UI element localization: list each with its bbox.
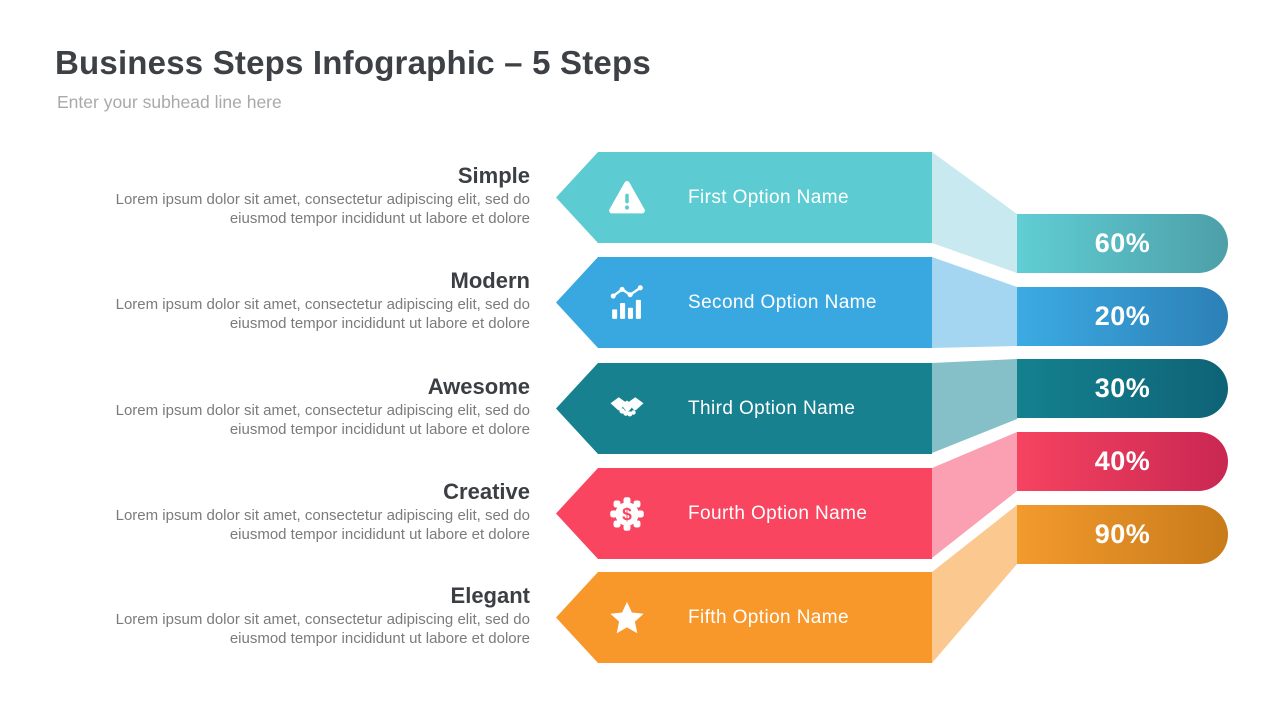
option-banner-4: $ Fourth Option Name xyxy=(556,468,932,559)
option-banner-3: Third Option Name xyxy=(556,363,932,454)
step-body-line: eiusmod tempor incididunt ut labore et d… xyxy=(229,629,530,647)
percent-value: 90% xyxy=(1094,519,1151,549)
step-heading: Elegant xyxy=(450,583,530,608)
step-body-line: Lorem ipsum dolor sit amet, consectetur … xyxy=(115,191,530,208)
option-banner-2: Second Option Name xyxy=(556,257,932,348)
step-body-line: Lorem ipsum dolor sit amet, consectetur … xyxy=(115,507,530,524)
page-subtitle: Enter your subhead line here xyxy=(57,92,282,112)
step-heading: Awesome xyxy=(427,374,530,399)
percent-pill-5: 90% xyxy=(1017,505,1228,564)
step-body: Lorem ipsum dolor sit amet, consectetur … xyxy=(40,191,530,228)
step-body-line: Lorem ipsum dolor sit amet, consectetur … xyxy=(115,402,530,419)
percent-value: 40% xyxy=(1094,446,1151,476)
dollar-glyph: $ xyxy=(622,504,632,524)
step-body-line: Lorem ipsum dolor sit amet, consectetur … xyxy=(115,296,530,313)
percent-pill-1: 60% xyxy=(1017,214,1228,273)
bar-chart-icon xyxy=(610,284,643,319)
percent-value: 30% xyxy=(1094,373,1151,403)
step-body: Lorem ipsum dolor sit amet, consectetur … xyxy=(40,402,530,439)
step-body: Lorem ipsum dolor sit amet, consectetur … xyxy=(40,296,530,333)
percent-pill-3: 30% xyxy=(1017,359,1228,418)
connector-1 xyxy=(932,152,1017,273)
option-banner-1: First Option Name xyxy=(556,152,932,243)
step-body: Lorem ipsum dolor sit amet, consectetur … xyxy=(40,611,530,648)
gear-dollar-icon: $ xyxy=(610,496,644,531)
handshake-icon xyxy=(610,396,644,416)
option-label: Second Option Name xyxy=(688,291,877,313)
step-heading: Creative xyxy=(443,479,530,504)
step-body: Lorem ipsum dolor sit amet, consectetur … xyxy=(40,507,530,544)
step-heading: Simple xyxy=(457,163,530,188)
option-label: Fourth Option Name xyxy=(688,502,868,524)
option-label: Third Option Name xyxy=(688,397,856,419)
percent-value: 20% xyxy=(1094,301,1151,331)
step-body-line: eiusmod tempor incididunt ut labore et d… xyxy=(229,525,530,543)
step-text-4: Creative Lorem ipsum dolor sit amet, con… xyxy=(40,479,530,544)
step-text-2: Modern Lorem ipsum dolor sit amet, conse… xyxy=(40,268,530,333)
warning-icon xyxy=(609,180,645,213)
percent-pill-4: 40% xyxy=(1017,432,1228,491)
step-text-5: Elegant Lorem ipsum dolor sit amet, cons… xyxy=(40,583,530,648)
option-label: First Option Name xyxy=(688,186,849,208)
step-text-3: Awesome Lorem ipsum dolor sit amet, cons… xyxy=(40,374,530,439)
connector-3 xyxy=(932,359,1017,453)
step-body-line: eiusmod tempor incididunt ut labore et d… xyxy=(229,314,530,332)
step-body-line: Lorem ipsum dolor sit amet, consectetur … xyxy=(115,611,530,628)
connector-5 xyxy=(932,505,1017,663)
connector-4 xyxy=(932,432,1017,558)
percent-value: 60% xyxy=(1094,228,1151,258)
option-banner-5: Fifth Option Name xyxy=(556,572,932,663)
star-icon xyxy=(610,601,644,633)
option-label: Fifth Option Name xyxy=(688,606,849,628)
page-title: Business Steps Infographic – 5 Steps xyxy=(55,44,651,81)
connector-2 xyxy=(932,257,1017,348)
step-heading: Modern xyxy=(450,268,530,293)
step-body-line: eiusmod tempor incididunt ut labore et d… xyxy=(229,420,530,438)
step-text-1: Simple Lorem ipsum dolor sit amet, conse… xyxy=(40,163,530,228)
step-body-line: eiusmod tempor incididunt ut labore et d… xyxy=(229,209,530,227)
percent-pill-2: 20% xyxy=(1017,287,1228,346)
